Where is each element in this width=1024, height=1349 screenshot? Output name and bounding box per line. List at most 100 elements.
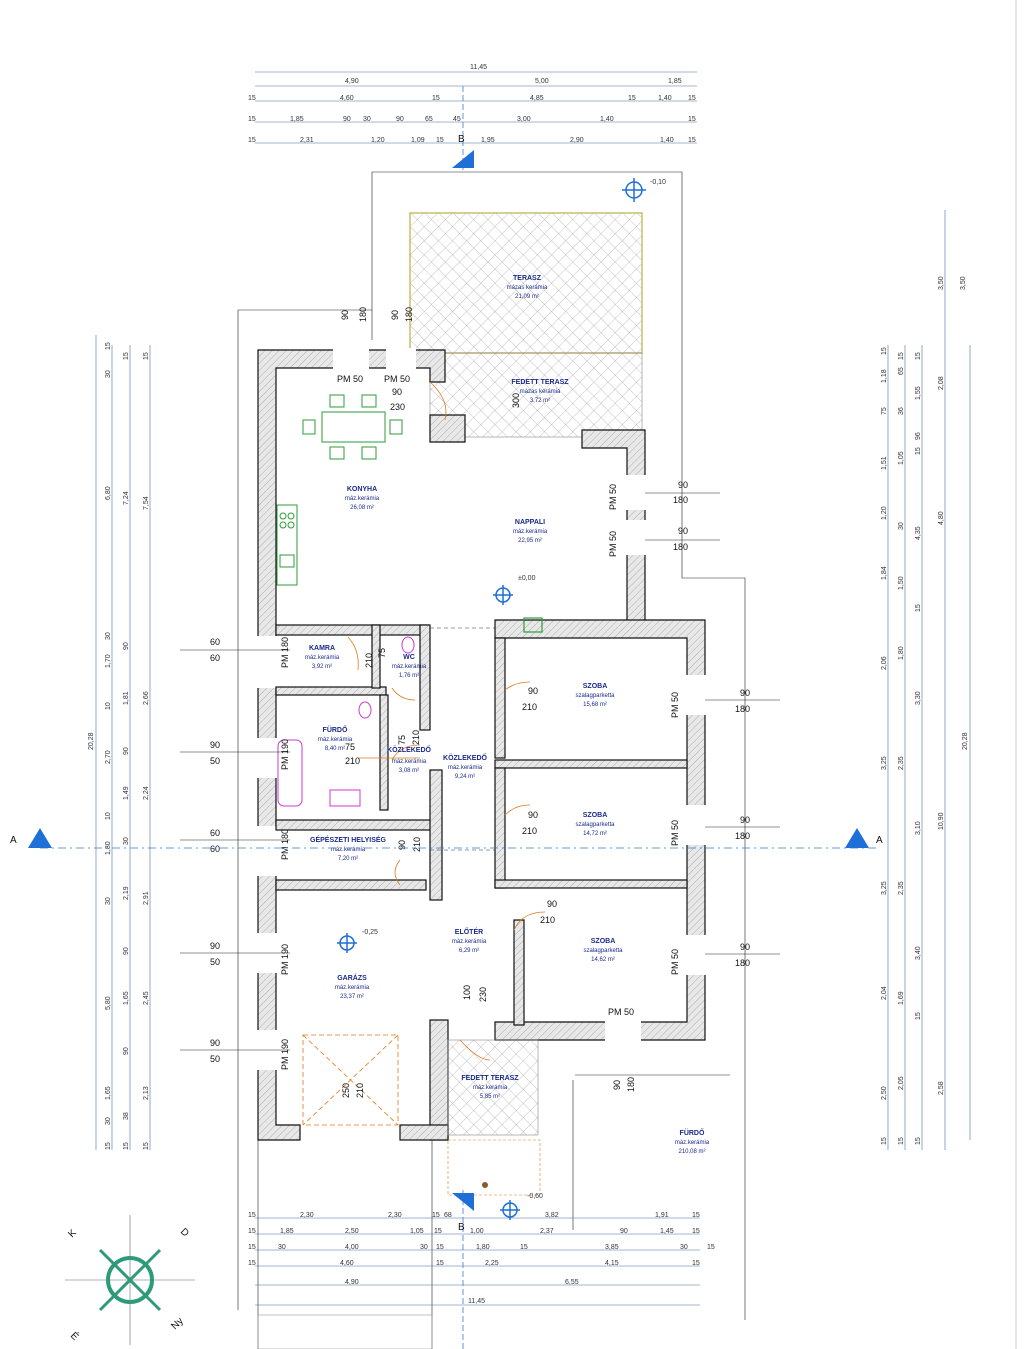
svg-text:3,08 m²: 3,08 m² — [399, 768, 419, 774]
svg-text:15: 15 — [881, 1137, 888, 1145]
svg-text:1,45: 1,45 — [660, 1228, 674, 1235]
svg-text:15: 15 — [915, 1012, 922, 1020]
compass-rose: K D Ny É — [65, 1215, 195, 1345]
svg-text:szalagparketta: szalagparketta — [583, 948, 623, 954]
svg-text:SZOBA: SZOBA — [591, 938, 616, 945]
svg-text:90: 90 — [620, 1228, 628, 1235]
svg-text:2,50: 2,50 — [881, 1086, 888, 1100]
svg-text:230: 230 — [478, 987, 488, 1002]
svg-text:15: 15 — [248, 1228, 256, 1235]
section-marker-b-bottom: B — [452, 1190, 474, 1349]
dim-top-r2-d: 4,85 — [530, 95, 544, 102]
svg-text:3,92 m²: 3,92 m² — [312, 664, 332, 670]
svg-text:WC: WC — [403, 654, 415, 661]
svg-text:90: 90 — [123, 947, 130, 955]
top-dimensions: 11,45 4,90 5,00 1,85 15 4,60 15 4,85 15 … — [248, 64, 697, 144]
svg-text:15: 15 — [434, 1228, 442, 1235]
compass-s: Ny — [169, 1316, 185, 1332]
garage-door — [302, 1034, 399, 1126]
svg-text:NAPPALI: NAPPALI — [515, 519, 545, 526]
svg-text:máz.kerámia: máz.kerámia — [452, 939, 487, 945]
svg-text:90: 90 — [678, 480, 688, 490]
svg-text:30: 30 — [105, 370, 112, 378]
svg-text:300: 300 — [511, 393, 521, 408]
svg-text:2,91: 2,91 — [143, 891, 150, 905]
svg-text:szalagparketta: szalagparketta — [575, 693, 615, 699]
svg-text:2,50: 2,50 — [345, 1228, 359, 1235]
svg-text:50: 50 — [210, 1054, 220, 1064]
svg-text:180: 180 — [735, 704, 750, 714]
svg-text:2,08: 2,08 — [938, 376, 945, 390]
svg-text:máz.kerámia: máz.kerámia — [392, 759, 427, 765]
svg-text:1,80: 1,80 — [476, 1244, 490, 1251]
svg-text:15: 15 — [520, 1244, 528, 1251]
svg-text:90: 90 — [678, 526, 688, 536]
svg-text:3,50: 3,50 — [960, 276, 967, 290]
svg-text:90: 90 — [528, 810, 538, 820]
svg-text:75: 75 — [345, 742, 355, 752]
covered-terrace-bottom — [447, 1039, 541, 1196]
svg-text:100: 100 — [462, 985, 472, 1000]
bottom-dimensions: 15 2,30 2,30 15 68 3,82 1,91 15 15 1,85 … — [248, 1212, 715, 1306]
dim-top-r3-d: 30 — [363, 116, 371, 123]
svg-text:2,37: 2,37 — [540, 1228, 554, 1235]
svg-text:180: 180 — [673, 542, 688, 552]
svg-text:2,70: 2,70 — [105, 750, 112, 764]
svg-text:15: 15 — [123, 352, 130, 360]
svg-text:90: 90 — [740, 815, 750, 825]
svg-text:90: 90 — [123, 1047, 130, 1055]
svg-text:1,76 m²: 1,76 m² — [399, 673, 419, 679]
section-marker-a: A A — [10, 828, 883, 849]
svg-text:KONYHA: KONYHA — [347, 486, 377, 493]
dim-top-r3-i: 1,40 — [600, 116, 614, 123]
bath-fixtures — [277, 636, 415, 807]
svg-text:4,60: 4,60 — [340, 1260, 354, 1267]
svg-text:60: 60 — [210, 653, 220, 663]
svg-text:2,58: 2,58 — [938, 1081, 945, 1095]
svg-text:2,05: 2,05 — [898, 1076, 905, 1090]
svg-text:10: 10 — [105, 702, 112, 710]
svg-text:210: 210 — [522, 702, 537, 712]
dim-top-r2-e: 15 — [628, 95, 636, 102]
door-marker-icon — [482, 1182, 488, 1188]
svg-text:PM 50: PM 50 — [670, 820, 680, 846]
svg-text:30: 30 — [278, 1244, 286, 1251]
svg-text:15: 15 — [105, 1142, 112, 1150]
opening-labels: 90 180 90 180 PM 50 PM 50 90 230 300 PM … — [180, 307, 780, 1098]
svg-text:mázas kerámia: mázas kerámia — [507, 285, 548, 291]
svg-text:180: 180 — [673, 495, 688, 505]
svg-text:PM 50: PM 50 — [670, 692, 680, 718]
svg-text:65: 65 — [898, 367, 905, 375]
svg-text:7,54: 7,54 — [143, 496, 150, 510]
svg-text:2,30: 2,30 — [300, 1212, 314, 1219]
dim-top-r1-c: 1,85 — [668, 78, 682, 85]
dim-top-r3-f: 65 — [425, 116, 433, 123]
svg-text:6,80: 6,80 — [105, 486, 112, 500]
svg-text:PM 180: PM 180 — [280, 637, 290, 668]
svg-text:máz.kerámia: máz.kerámia — [331, 847, 366, 853]
svg-text:TERASZ: TERASZ — [513, 275, 542, 282]
svg-text:3,25: 3,25 — [881, 881, 888, 895]
svg-text:±0,00: ±0,00 — [518, 575, 536, 582]
svg-text:60: 60 — [210, 828, 220, 838]
svg-text:15: 15 — [692, 1260, 700, 1267]
dim-top-r4-c: 1,20 — [371, 137, 385, 144]
svg-text:60: 60 — [210, 637, 220, 647]
svg-text:15: 15 — [123, 1142, 130, 1150]
svg-text:30: 30 — [105, 1117, 112, 1125]
svg-text:GÉPÉSZETI HELYISÉG: GÉPÉSZETI HELYISÉG — [310, 835, 387, 844]
svg-text:90: 90 — [740, 688, 750, 698]
svg-text:15: 15 — [143, 1142, 150, 1150]
svg-text:3,50: 3,50 — [938, 276, 945, 290]
svg-text:6,29 m²: 6,29 m² — [459, 948, 479, 954]
svg-text:8,40 m²: 8,40 m² — [325, 746, 345, 752]
building-walls — [256, 348, 707, 1141]
svg-text:210: 210 — [345, 756, 360, 766]
